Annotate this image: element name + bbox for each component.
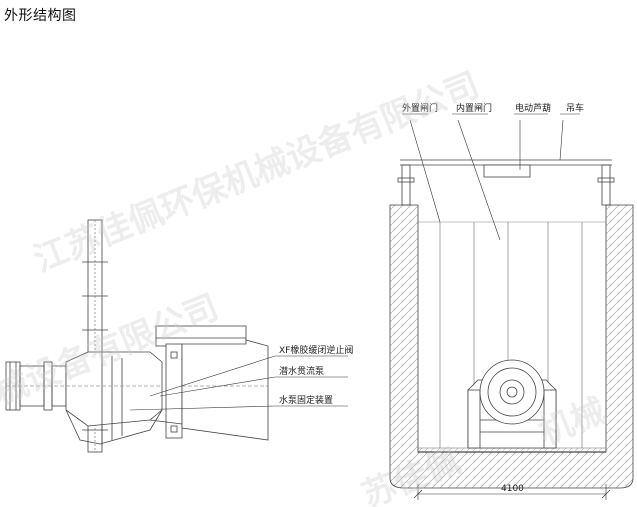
page-title: 外形结构图	[4, 8, 77, 24]
inlet-pipe	[5, 361, 67, 411]
section-leaders	[402, 113, 580, 241]
pump-chamber	[65, 351, 163, 446]
label-pump-mount: 水泵固定装置	[279, 394, 333, 406]
side-leaders	[129, 355, 348, 411]
side-view	[5, 219, 348, 453]
label-inner-gate: 内置闸门	[456, 102, 492, 114]
width-dimension	[413, 484, 611, 500]
section-view	[389, 113, 634, 500]
pit-walls	[389, 204, 634, 489]
label-pump: 潜水贯流泵	[279, 365, 324, 377]
pump-assembly	[467, 359, 557, 449]
label-width-dimension: 4100	[501, 484, 524, 494]
label-hoist: 电动芦葫	[515, 102, 551, 114]
label-check-valve: XF橡胶缓闭逆止阀	[279, 344, 353, 356]
crane-gantry	[397, 159, 615, 206]
label-crane: 吊车	[566, 102, 584, 114]
label-outer-gate: 外置闸门	[402, 102, 438, 114]
gate-guides	[418, 221, 606, 448]
